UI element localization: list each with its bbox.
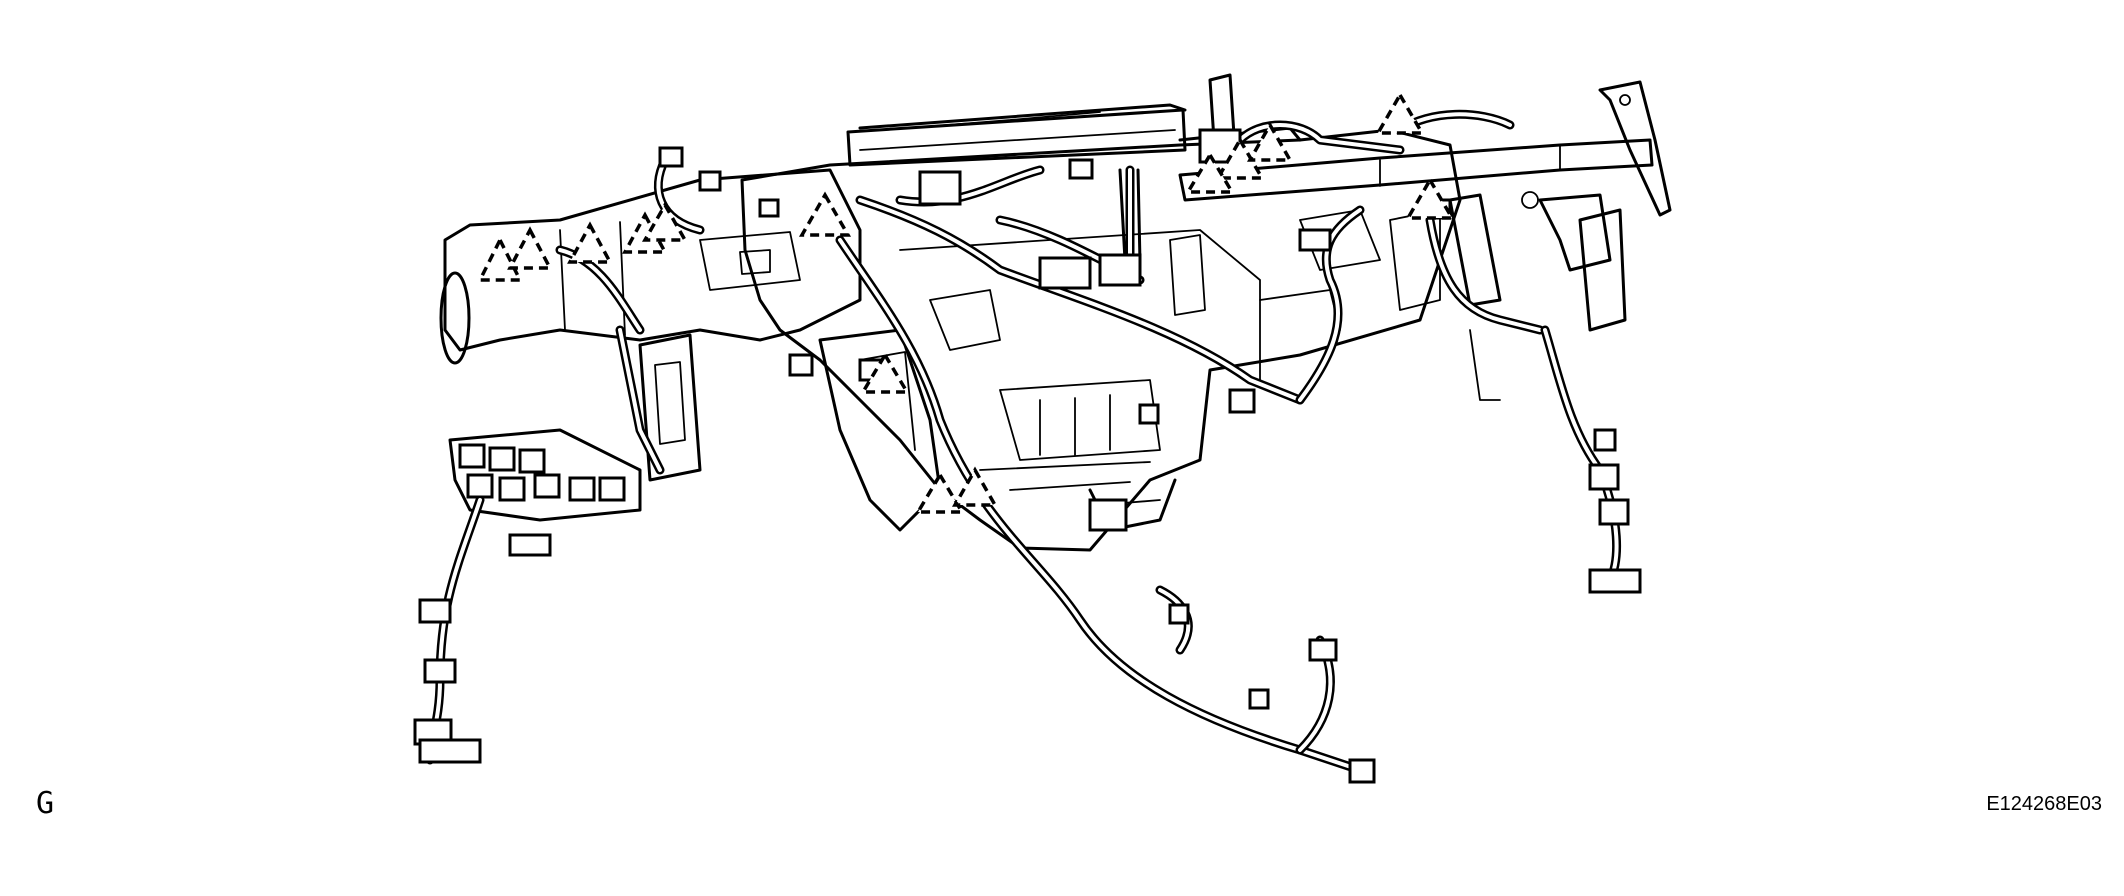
clip-marker [641, 201, 689, 242]
clip-marker [951, 466, 999, 507]
clip-marker [477, 236, 523, 282]
clip-marker [1404, 176, 1456, 220]
clip-marker [798, 191, 852, 237]
clip-marker [1184, 151, 1236, 194]
clip-marker [1246, 121, 1294, 162]
clip-marker [1374, 91, 1426, 135]
clip-marker [567, 221, 613, 264]
junction-block-left [448, 428, 642, 557]
wire-harness [425, 109, 1621, 775]
figure-id: E124268E03 [1986, 793, 2102, 815]
view-label: G [36, 786, 55, 821]
hvac-unit-body [740, 128, 1462, 552]
clip-marker [914, 471, 966, 514]
steering-support-beam [1178, 73, 1672, 401]
clip-marker [507, 226, 553, 270]
clip-markers [477, 91, 1456, 514]
connectors [413, 128, 1642, 784]
clip-marker [859, 351, 911, 394]
